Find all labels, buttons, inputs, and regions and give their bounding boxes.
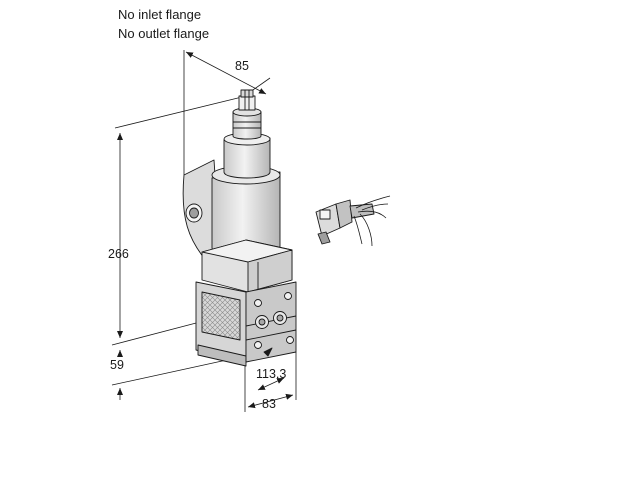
- dimension-label-total-height: 266: [108, 247, 129, 261]
- dimension-label-bottom-width: 83: [262, 397, 276, 411]
- note-no-outlet-flange: No outlet flange: [118, 26, 210, 41]
- dimension-label-depth: 113,3: [256, 367, 286, 381]
- gas-valve-illustration: [182, 89, 297, 367]
- note-no-inlet-flange: No inlet flange: [118, 7, 202, 22]
- dimension-label-lower-height: 59: [110, 358, 124, 372]
- pressure-switch-illustration: [315, 195, 391, 247]
- dimension-label-top-width: 85: [235, 59, 249, 73]
